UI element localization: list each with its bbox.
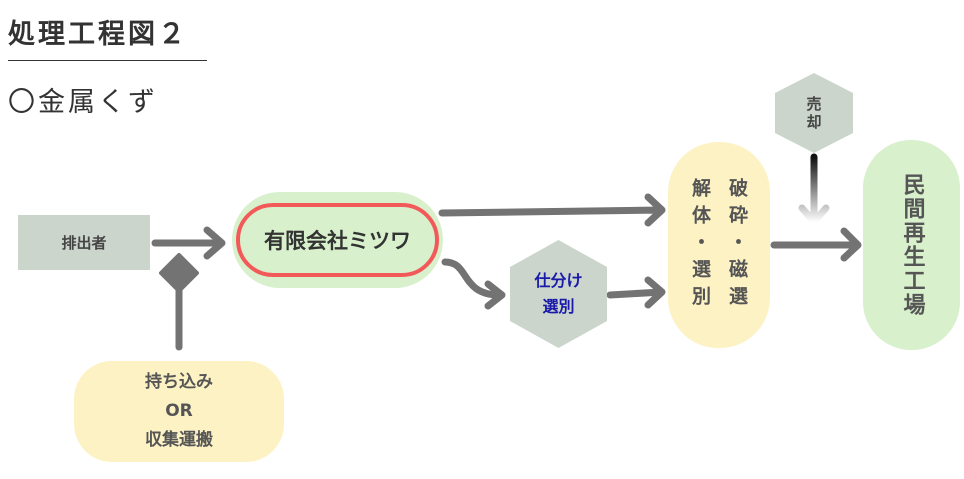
company-label: 有限会社ミツワ	[264, 229, 411, 253]
sale-label-2: 却	[806, 113, 822, 131]
arrow-emitter-to-company	[151, 226, 226, 260]
bring-label-2: 収集運搬	[145, 430, 213, 450]
arrow-process-to-plant	[770, 227, 862, 262]
sorting-label-2: 選別	[542, 297, 575, 316]
sorting-node: 仕分け 選別	[510, 240, 607, 348]
process-node: 解体・選別 破砕・磁選	[668, 142, 770, 348]
bring-label-1: 持ち込み	[145, 372, 213, 392]
plant-label: 民間再生工場	[899, 173, 925, 317]
page-title: 処理工程図２	[8, 19, 188, 50]
emitter-label: 排出者	[61, 234, 107, 252]
company-node: 有限会社ミツワ	[236, 203, 439, 277]
emitter-node: 排出者	[18, 215, 150, 270]
section-subtitle: 〇金属くず	[8, 87, 158, 118]
arrow-sale-to-plant	[798, 153, 830, 226]
bring-label-or: OR	[165, 401, 193, 421]
arrow-sorting-to-process	[606, 276, 666, 309]
bring-in-node: 持ち込み OR 収集運搬	[74, 361, 284, 462]
process-label-left: 解体・選別	[689, 177, 711, 313]
recycling-plant-node: 民間再生工場	[863, 140, 960, 350]
title-divider	[8, 60, 207, 61]
sorting-label-1: 仕分け	[534, 271, 583, 290]
process-label-right: 破砕・磁選	[726, 177, 748, 313]
arrow-company-to-sorting	[441, 258, 506, 310]
sale-label-1: 売	[806, 95, 822, 113]
diamond-connector	[159, 253, 199, 293]
arrow-company-to-process	[438, 193, 666, 227]
